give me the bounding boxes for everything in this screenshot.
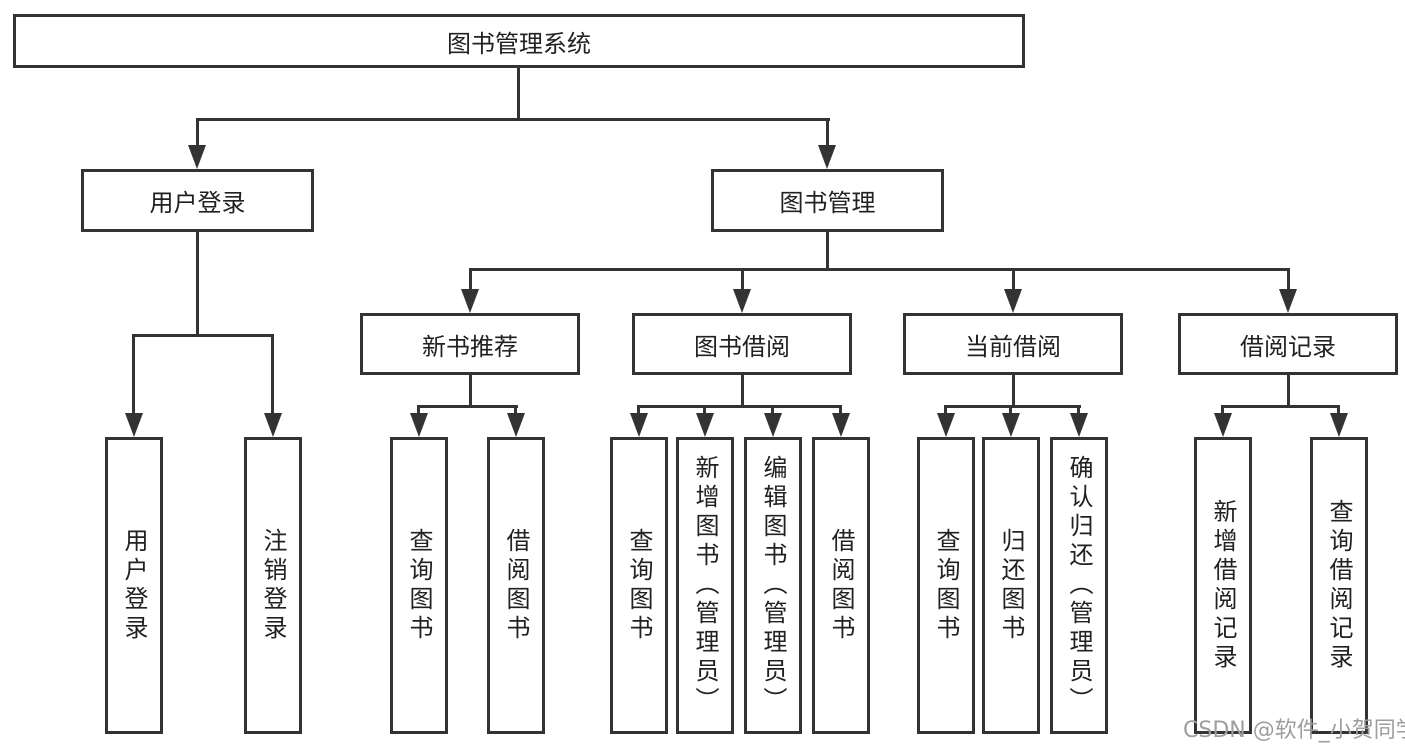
connector-vline: [944, 405, 947, 415]
connector-hline: [944, 405, 1081, 408]
connector-hline: [132, 334, 274, 337]
leaf-add-books-admin: 新增图书（管理员）: [676, 437, 734, 734]
connector-vline: [839, 405, 842, 415]
connector-vline: [469, 375, 472, 407]
connector-vline: [196, 118, 199, 147]
node-label: 注销登录: [259, 527, 287, 644]
node-label: 编辑图书（管理员）: [759, 455, 787, 716]
arrow-down-icon: [1214, 413, 1232, 437]
connector-vline: [703, 405, 706, 415]
connector-vline: [271, 334, 274, 414]
connector-vline: [132, 334, 135, 414]
connector-vline: [1287, 268, 1290, 292]
node-label: 借阅图书: [827, 527, 855, 644]
leaf-borrow-books-borrowing: 借阅图书: [812, 437, 870, 734]
arrow-down-icon: [507, 413, 525, 437]
node-label: 借阅记录: [1240, 332, 1336, 361]
connector-vline: [417, 405, 420, 415]
leaf-borrow-books-new-book: 借阅图书: [487, 437, 545, 734]
arrow-down-icon: [764, 413, 782, 437]
leaf-return-books: 归还图书: [982, 437, 1040, 734]
node-label: 借阅图书: [502, 527, 530, 644]
arrow-down-icon: [1279, 289, 1297, 313]
arrow-down-icon: [630, 413, 648, 437]
node-label: 用户登录: [149, 189, 246, 217]
node-book-management: 图书管理: [711, 169, 944, 232]
leaf-query-books-new-book: 查询图书: [390, 437, 448, 734]
node-label: 新书推荐: [422, 332, 518, 361]
connector-vline: [771, 405, 774, 415]
connector-vline: [826, 232, 829, 270]
connector-vline: [1012, 375, 1015, 407]
connector-hline: [469, 268, 1290, 271]
arrow-down-icon: [733, 289, 751, 313]
node-label: 图书借阅: [694, 332, 790, 361]
leaf-logout: 注销登录: [244, 437, 302, 734]
arrow-down-icon: [461, 289, 479, 313]
node-borrowing-records: 借阅记录: [1178, 313, 1398, 375]
arrow-down-icon: [125, 413, 143, 437]
connector-vline: [826, 118, 829, 147]
node-label: 当前借阅: [965, 332, 1061, 361]
connector-vline: [1287, 375, 1290, 407]
arrow-down-icon: [1004, 289, 1022, 313]
leaf-user-login: 用户登录: [105, 437, 163, 734]
node-new-book-recommendation: 新书推荐: [360, 313, 580, 375]
connector-vline: [1337, 405, 1340, 415]
arrow-down-icon: [1002, 413, 1020, 437]
connector-vline: [1009, 405, 1012, 415]
leaf-confirm-return-admin: 确认归还（管理员）: [1050, 437, 1108, 734]
connector-vline: [1012, 268, 1015, 292]
node-label: 图书管理: [779, 189, 876, 217]
connector-vline: [1221, 405, 1224, 415]
leaf-query-books-borrowing: 查询图书: [610, 437, 668, 734]
node-label: 查询图书: [932, 527, 960, 644]
connector-vline: [741, 375, 744, 407]
arrow-down-icon: [937, 413, 955, 437]
connector-hline: [1221, 405, 1340, 408]
node-label: 查询借阅记录: [1325, 498, 1353, 673]
node-label: 新增图书（管理员）: [691, 455, 719, 716]
arrow-down-icon: [264, 413, 282, 437]
arrow-down-icon: [410, 413, 428, 437]
node-label: 查询图书: [405, 527, 433, 644]
connector-vline: [514, 405, 517, 415]
leaf-query-books-current: 查询图书: [917, 437, 975, 734]
node-user-login: 用户登录: [81, 169, 314, 232]
arrow-down-icon: [832, 413, 850, 437]
arrow-down-icon: [818, 145, 836, 169]
connector-hline: [637, 405, 842, 408]
connector-vline: [517, 68, 520, 120]
connector-vline: [741, 268, 744, 292]
arrow-down-icon: [1330, 413, 1348, 437]
connector-vline: [469, 268, 472, 292]
node-label: 查询图书: [625, 527, 653, 644]
node-library-management-system: 图书管理系统: [13, 14, 1025, 68]
arrow-down-icon: [1070, 413, 1088, 437]
arrow-down-icon: [188, 145, 206, 169]
node-label: 确认归还（管理员）: [1065, 455, 1093, 716]
leaf-query-borrow-record: 查询借阅记录: [1310, 437, 1368, 734]
leaf-edit-books-admin: 编辑图书（管理员）: [744, 437, 802, 734]
leaf-add-borrow-record: 新增借阅记录: [1194, 437, 1252, 734]
node-label: 归还图书: [997, 527, 1025, 644]
watermark: CSDN @软件_小贺同学: [1183, 718, 1405, 743]
node-current-borrowing: 当前借阅: [903, 313, 1123, 375]
node-book-borrowing: 图书借阅: [632, 313, 852, 375]
node-label: 用户登录: [120, 527, 148, 644]
node-label: 图书管理系统: [447, 29, 591, 58]
connector-hline: [417, 405, 518, 408]
connector-vline: [196, 232, 199, 336]
connector-vline: [637, 405, 640, 415]
arrow-down-icon: [696, 413, 714, 437]
node-label: 新增借阅记录: [1209, 498, 1237, 673]
connector-vline: [1077, 405, 1080, 415]
connector-hline: [196, 118, 830, 121]
